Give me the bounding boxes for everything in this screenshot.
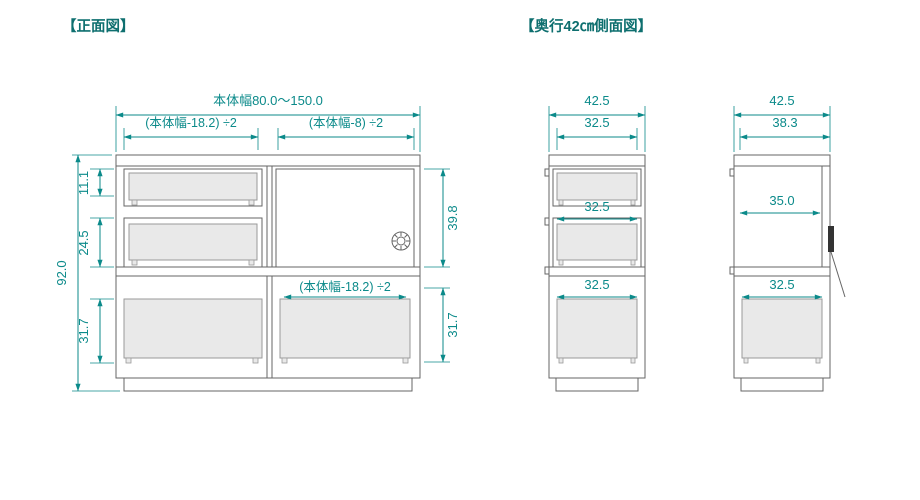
- side1-cabinet: [544, 154, 646, 392]
- dim-side1-bottom-width: 32.5: [584, 277, 609, 292]
- side1-middle-drawer: [552, 217, 642, 268]
- dim-front-right-drawer-height: 31.7: [445, 312, 460, 337]
- side-view-title: 【奥行42㎝側面図】: [520, 17, 652, 35]
- side2-cabinet: [729, 154, 846, 392]
- front-view-title: 【正面図】: [62, 18, 135, 35]
- side1-notch-top: [544, 168, 550, 177]
- dim-side1-inner-width: 32.5: [584, 115, 609, 130]
- dim-side2-inner-width: 38.3: [772, 115, 797, 130]
- side1-notch-mid: [544, 217, 550, 226]
- front-top-flap-drawer: [123, 168, 263, 207]
- side1-counter-rail: [548, 266, 646, 277]
- dim-front-right-half-width: (本体幅-8) ÷2: [309, 115, 383, 130]
- dim-side2-mid-width: 35.0: [769, 193, 794, 208]
- front-bottom-left-drawer: [123, 298, 263, 364]
- dim-front-middle-drawer-height: 24.5: [76, 230, 91, 255]
- front-counter-rail: [115, 266, 421, 277]
- side2-counter-rail: [733, 266, 831, 277]
- dim-side2-bottom-width: 32.5: [769, 277, 794, 292]
- front-right-door: [275, 168, 415, 268]
- front-dimensions: 本体幅80.0〜150.0 (本体幅-18.2) ÷2 (本体幅-8) ÷2 9…: [54, 93, 460, 392]
- dim-front-door-height: 39.8: [445, 205, 460, 230]
- lock-dial-icon: [391, 231, 411, 251]
- dim-side1-mid-width: 32.5: [584, 199, 609, 214]
- dim-front-bottom-drawer-height: 31.7: [76, 318, 91, 343]
- side2-bottom-drawer: [741, 298, 823, 364]
- dim-front-total-width: 本体幅80.0〜150.0: [213, 93, 323, 108]
- front-bottom-right-drawer: [279, 298, 411, 364]
- side1-top-drawer: [552, 168, 642, 207]
- dim-front-flap-height: 11.1: [76, 171, 91, 195]
- dim-front-total-height: 92.0: [54, 260, 69, 285]
- side2-notch-rail: [729, 266, 735, 275]
- side2-door-swing-line: [830, 251, 846, 298]
- side2-notch-top: [729, 168, 735, 177]
- front-cabinet: [115, 154, 421, 392]
- side2-dimensions: 42.5 38.3 35.0 32.5: [733, 93, 831, 300]
- dim-side2-outer-width: 42.5: [769, 93, 794, 108]
- side1-notch-rail: [544, 266, 550, 275]
- front-middle-drawer: [123, 217, 263, 268]
- side2-door-handle: [828, 226, 834, 252]
- dim-front-left-half-width: (本体幅-18.2) ÷2: [145, 115, 237, 130]
- side1-base: [555, 377, 639, 392]
- front-base: [123, 377, 413, 392]
- dim-side1-outer-width: 42.5: [584, 93, 609, 108]
- dim-front-bottom-right-drawer-width: (本体幅-18.2) ÷2: [299, 279, 391, 294]
- side1-dimensions: 42.5 32.5 32.5 32.5: [548, 93, 646, 300]
- side2-base: [740, 377, 824, 392]
- side1-bottom-drawer: [556, 298, 638, 364]
